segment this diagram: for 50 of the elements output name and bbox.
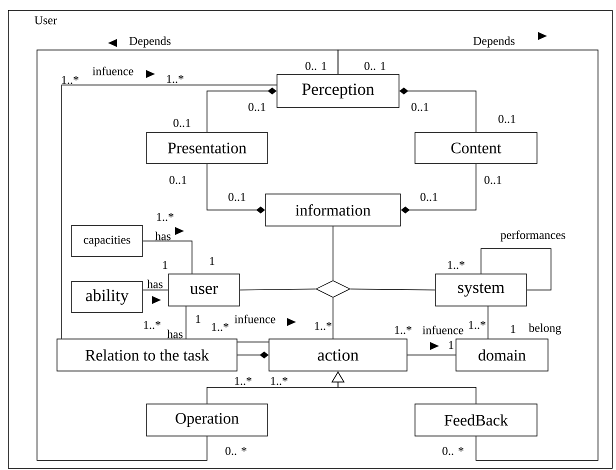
multiplicity-label: 1 [449, 341, 454, 349]
multiplicity-label: 1..* [235, 376, 252, 386]
class-box: Relation to the task [56, 338, 238, 372]
multiplicity-label: 1..* [315, 322, 332, 330]
class-box: domain [456, 338, 548, 372]
multiplicity-label: 1..* [212, 322, 228, 332]
multiplicity-label: 0..1 [420, 192, 438, 202]
class-box: Presentation [146, 132, 268, 164]
edge-label: has [167, 330, 183, 338]
multiplicity-label: 1..* [144, 320, 160, 330]
class-box: Perception [276, 74, 400, 108]
class-box: FeedBack [414, 404, 538, 436]
class-box: capacities [71, 225, 143, 257]
multiplicity-label: 0.. 1 [364, 62, 386, 70]
class-box: action [268, 338, 408, 372]
class-box: Content [414, 132, 538, 164]
multiplicity-label: 0..1 [228, 192, 246, 202]
multiplicity-label: 1..* [62, 76, 78, 84]
edge-label: infuence [422, 326, 464, 334]
multiplicity-label: 0.. 1 [305, 62, 326, 70]
multiplicity-label: 0..1 [169, 176, 186, 184]
edge-label: Depends [129, 36, 171, 48]
edge-label: has [155, 232, 171, 240]
edge-label: infuence [234, 314, 276, 324]
edge-label: Depends [473, 36, 515, 48]
edge-label: has [147, 280, 163, 288]
multiplicity-label: 0..1 [411, 102, 428, 112]
edge-label: belong [528, 324, 562, 334]
association-line [332, 298, 334, 339]
association-line [332, 226, 334, 280]
multiplicity-label: 1..* [157, 212, 174, 222]
multiplicity-label: 1..* [469, 320, 486, 330]
edge-label: performances [500, 230, 566, 242]
class-box: ability [71, 281, 143, 313]
multiplicity-label: 0..1 [248, 102, 266, 112]
association-line [240, 288, 316, 290]
multiplicity-label: 1..* [271, 376, 288, 386]
class-box: system [435, 274, 527, 306]
multiplicity-label: 1..* [395, 326, 412, 334]
association-line [350, 288, 436, 290]
class-box: Operation [146, 404, 268, 436]
multiplicity-label: 1 [196, 315, 200, 323]
multiplicity-label: 0..1 [484, 176, 502, 184]
class-box: user [168, 274, 240, 306]
class-box: information [265, 194, 401, 226]
multiplicity-label: 1 [511, 325, 516, 333]
multiplicity-label: 1 [163, 261, 168, 269]
association-line [480, 248, 552, 290]
multiplicity-label: 1..* [167, 74, 184, 84]
edge-label: infuence [92, 66, 134, 76]
